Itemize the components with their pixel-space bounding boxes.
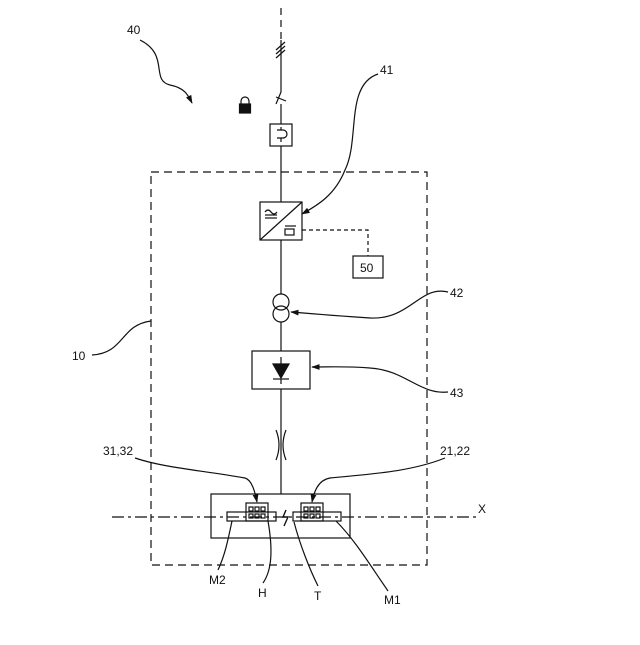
leader-m1 [336, 521, 388, 591]
leader-t [294, 522, 318, 586]
spark-icon [283, 510, 288, 526]
leader-40 [140, 40, 192, 103]
control-link-dashed [302, 230, 368, 256]
label-t: T [314, 589, 322, 603]
label-40: 40 [127, 23, 141, 37]
leader-10 [92, 321, 151, 355]
label-42: 42 [450, 286, 464, 300]
label-10: 10 [72, 349, 86, 363]
process-chamber [211, 494, 350, 538]
label-41: 41 [380, 63, 394, 77]
leader-21-22 [312, 458, 445, 502]
leader-h [263, 521, 271, 583]
diode-icon [273, 357, 289, 384]
leader-31-32 [135, 458, 257, 502]
leader-m2 [218, 521, 232, 570]
enclosure-boundary [151, 172, 427, 565]
label-31-32: 31,32 [103, 444, 133, 458]
leader-41 [302, 74, 378, 214]
breaker-icon [270, 124, 292, 146]
label-50: 50 [360, 261, 374, 275]
label-h: H [258, 586, 267, 600]
label-21-22: 21,22 [440, 444, 470, 458]
label-43: 43 [450, 386, 464, 400]
switch-icon [276, 92, 286, 124]
label-axis-x: X [478, 502, 486, 516]
inverter-icon [260, 202, 302, 240]
transformer-icon [273, 294, 289, 322]
padlock-icon [240, 97, 251, 113]
leader-42 [291, 291, 448, 318]
label-m1: M1 [384, 593, 401, 607]
label-m2: M2 [209, 573, 226, 587]
